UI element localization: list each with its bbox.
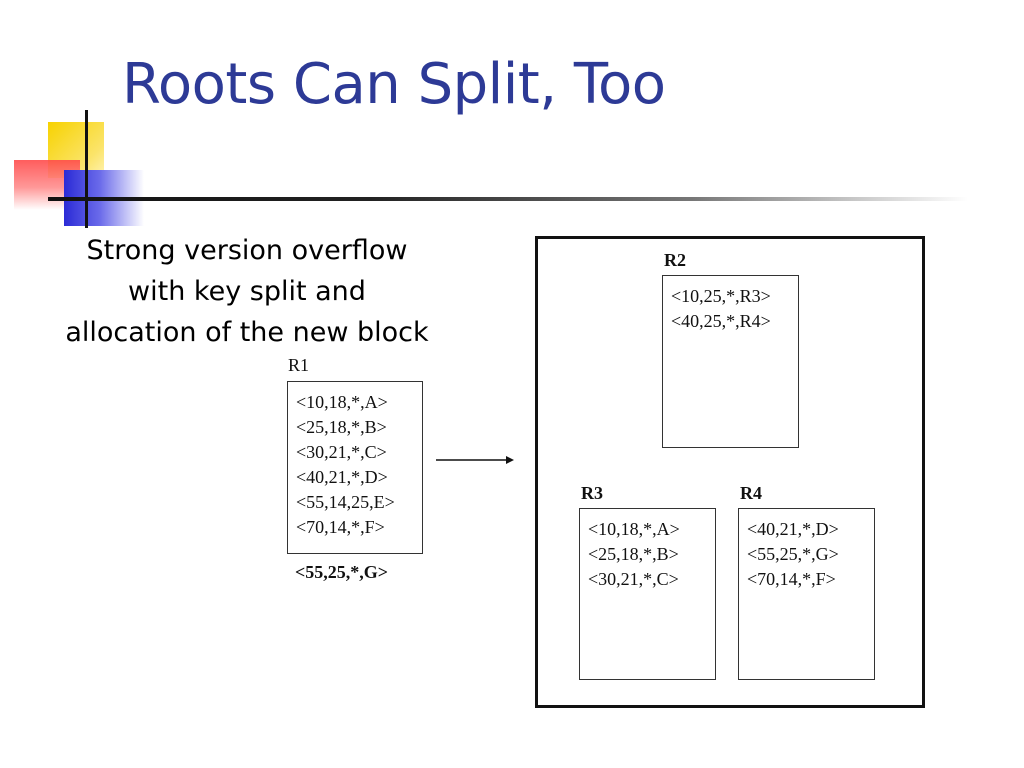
node-r3-box: <10,18,*,A> <25,18,*,B> <30,21,*,C> <box>579 508 716 680</box>
node-entry: <40,21,*,D> <box>296 467 388 487</box>
result-frame <box>535 236 925 708</box>
node-entry: <55,14,25,E> <box>296 492 395 512</box>
node-entry: <30,21,*,C> <box>588 569 679 589</box>
node-r4-box: <40,21,*,D> <55,25,*,G> <70,14,*,F> <box>738 508 875 680</box>
node-entry: <10,25,*,R3> <box>671 286 771 306</box>
node-entry: <70,14,*,F> <box>296 517 385 537</box>
decor-vertical-line <box>85 110 88 228</box>
node-r1-box: <10,18,*,A> <25,18,*,B> <30,21,*,C> <40,… <box>287 381 423 554</box>
node-r3-label: R3 <box>581 483 603 503</box>
bullet-text: Strong version overflow with key split a… <box>30 230 464 353</box>
node-entry: <40,21,*,D> <box>747 519 839 539</box>
node-entry: <40,25,*,R4> <box>671 311 771 331</box>
bullet-line: Strong version overflow <box>86 235 408 266</box>
node-r2-label: R2 <box>664 250 686 270</box>
arrow-right-icon <box>436 456 514 464</box>
node-entry: <30,21,*,C> <box>296 442 387 462</box>
node-entry: <70,14,*,F> <box>747 569 836 589</box>
node-entry: <10,18,*,A> <box>296 392 388 412</box>
incoming-entry: <55,25,*,G> <box>295 562 389 582</box>
node-entry: <10,18,*,A> <box>588 519 680 539</box>
node-r1-label: R1 <box>288 355 310 375</box>
node-entry: <25,18,*,B> <box>588 544 679 564</box>
slide-title: Roots Can Split, Too <box>122 52 666 117</box>
node-entry: <25,18,*,B> <box>296 417 387 437</box>
bullet-line: allocation of the new block <box>65 317 429 348</box>
decor-horizontal-rule <box>48 197 968 201</box>
node-entry: <55,25,*,G> <box>747 544 839 564</box>
node-r4-label: R4 <box>740 483 762 503</box>
bullet-line: with key split and <box>128 276 366 307</box>
node-r2-box: <10,25,*,R3> <40,25,*,R4> <box>662 275 799 448</box>
